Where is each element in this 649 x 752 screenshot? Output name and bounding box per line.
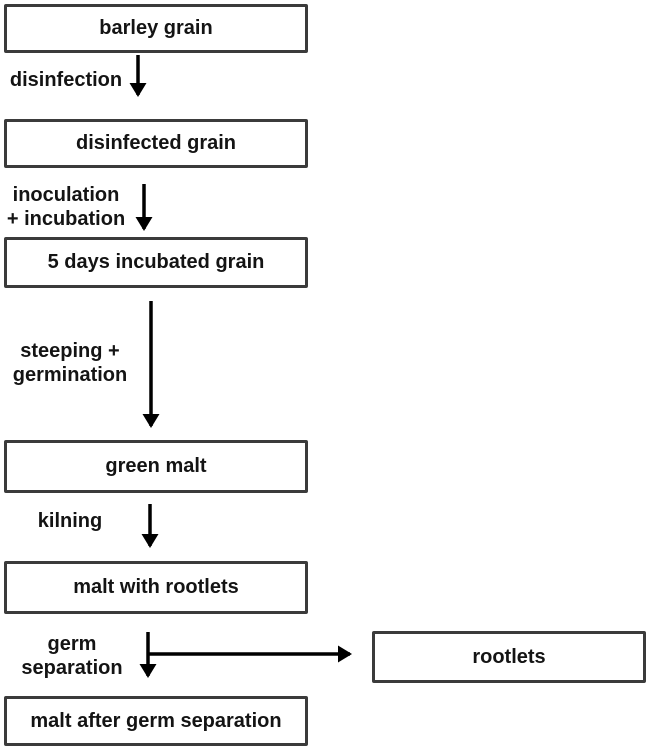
- label-line: germination: [12, 364, 128, 386]
- node-malt-with-rootlets: malt with rootlets: [4, 561, 308, 614]
- node-malt-after-germ-separation: malt after germ separation: [4, 696, 308, 746]
- node-incubated-grain: 5 days incubated grain: [4, 237, 308, 288]
- label-line: steeping +: [20, 340, 120, 362]
- label-line: + incubation: [6, 208, 126, 230]
- label-inoculation-incubation: inoculation + incubation: [0, 183, 132, 231]
- node-label: disinfected grain: [75, 132, 237, 154]
- node-disinfected-grain: disinfected grain: [4, 119, 308, 168]
- node-green-malt: green malt: [4, 440, 308, 493]
- node-label: rootlets: [472, 645, 546, 668]
- label-germ-separation: germ separation: [6, 632, 138, 680]
- label-steeping-germination: steeping + germination: [4, 339, 136, 387]
- node-label: green malt: [105, 455, 207, 477]
- node-label: malt with rootlets: [73, 576, 239, 598]
- label-line: disinfection: [9, 69, 123, 91]
- label-line: germ: [47, 633, 97, 655]
- node-label: malt after germ separation: [30, 709, 282, 732]
- label-line: kilning: [37, 510, 103, 532]
- node-rootlets: rootlets: [372, 631, 646, 683]
- label-line: separation: [21, 657, 123, 679]
- label-line: inoculation: [12, 184, 120, 206]
- label-kilning: kilning: [4, 509, 136, 533]
- node-label: 5 days incubated grain: [47, 251, 265, 273]
- node-barley-grain: barley grain: [4, 4, 308, 53]
- node-label: barley grain: [99, 17, 213, 39]
- label-disinfection: disinfection: [0, 68, 132, 92]
